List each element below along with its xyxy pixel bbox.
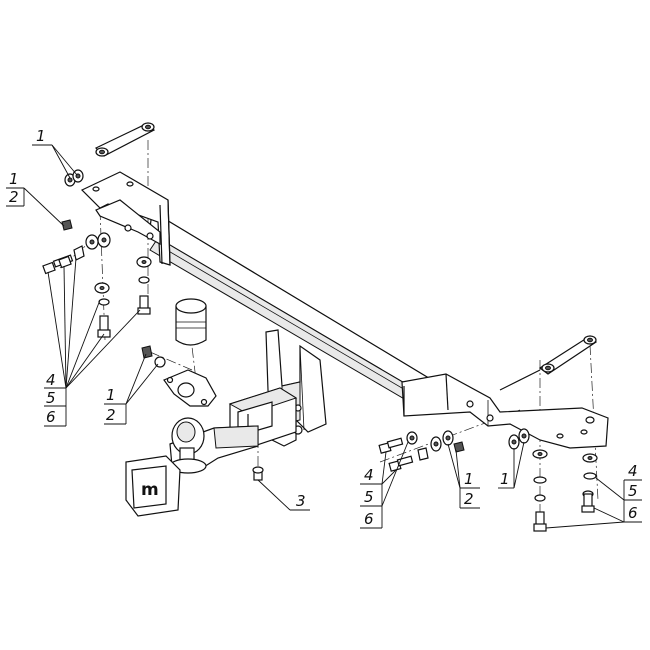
callout-1-top-left: 1 — [36, 127, 46, 145]
right-clamp-strip — [499, 335, 597, 391]
left-bracket — [80, 171, 171, 266]
callout-6-bottom: 6 — [364, 510, 374, 528]
callout-1-bottom-right: 1 — [500, 470, 510, 488]
callout-labels: 1 1 2 4 5 6 1 2 3 4 5 6 1 2 1 4 5 6 — [9, 127, 638, 528]
callout-2-bottom: 2 — [464, 490, 474, 508]
callout-5-left: 5 — [46, 389, 56, 407]
ball-cover-cap — [175, 298, 207, 346]
socket-bracket — [163, 369, 217, 407]
cross-beam — [149, 211, 453, 415]
callout-6-right: 6 — [628, 504, 638, 522]
callout-5-right: 5 — [628, 482, 638, 500]
left-clamp-strip — [94, 122, 156, 157]
callout-6-left: 6 — [46, 408, 56, 426]
callout-3-center: 3 — [296, 492, 306, 510]
callout-4-left: 4 — [46, 371, 56, 389]
right-bracket — [401, 373, 609, 449]
callout-1-middle: 1 — [106, 386, 116, 404]
receiver-cover-plug: m — [125, 455, 181, 517]
callout-4-bottom: 4 — [364, 466, 374, 484]
cover-logo-text: m — [141, 480, 159, 500]
callout-2-middle: 2 — [106, 406, 116, 424]
callout-1-left: 1 — [9, 170, 19, 188]
leader-lines — [6, 144, 642, 529]
callout-2-left: 2 — [9, 188, 19, 206]
callout-4-right: 4 — [628, 462, 638, 480]
fasteners — [42, 169, 598, 532]
tow-ball-mount — [169, 417, 259, 474]
callout-5-bottom: 5 — [364, 488, 374, 506]
callout-1-bottom: 1 — [464, 470, 474, 488]
